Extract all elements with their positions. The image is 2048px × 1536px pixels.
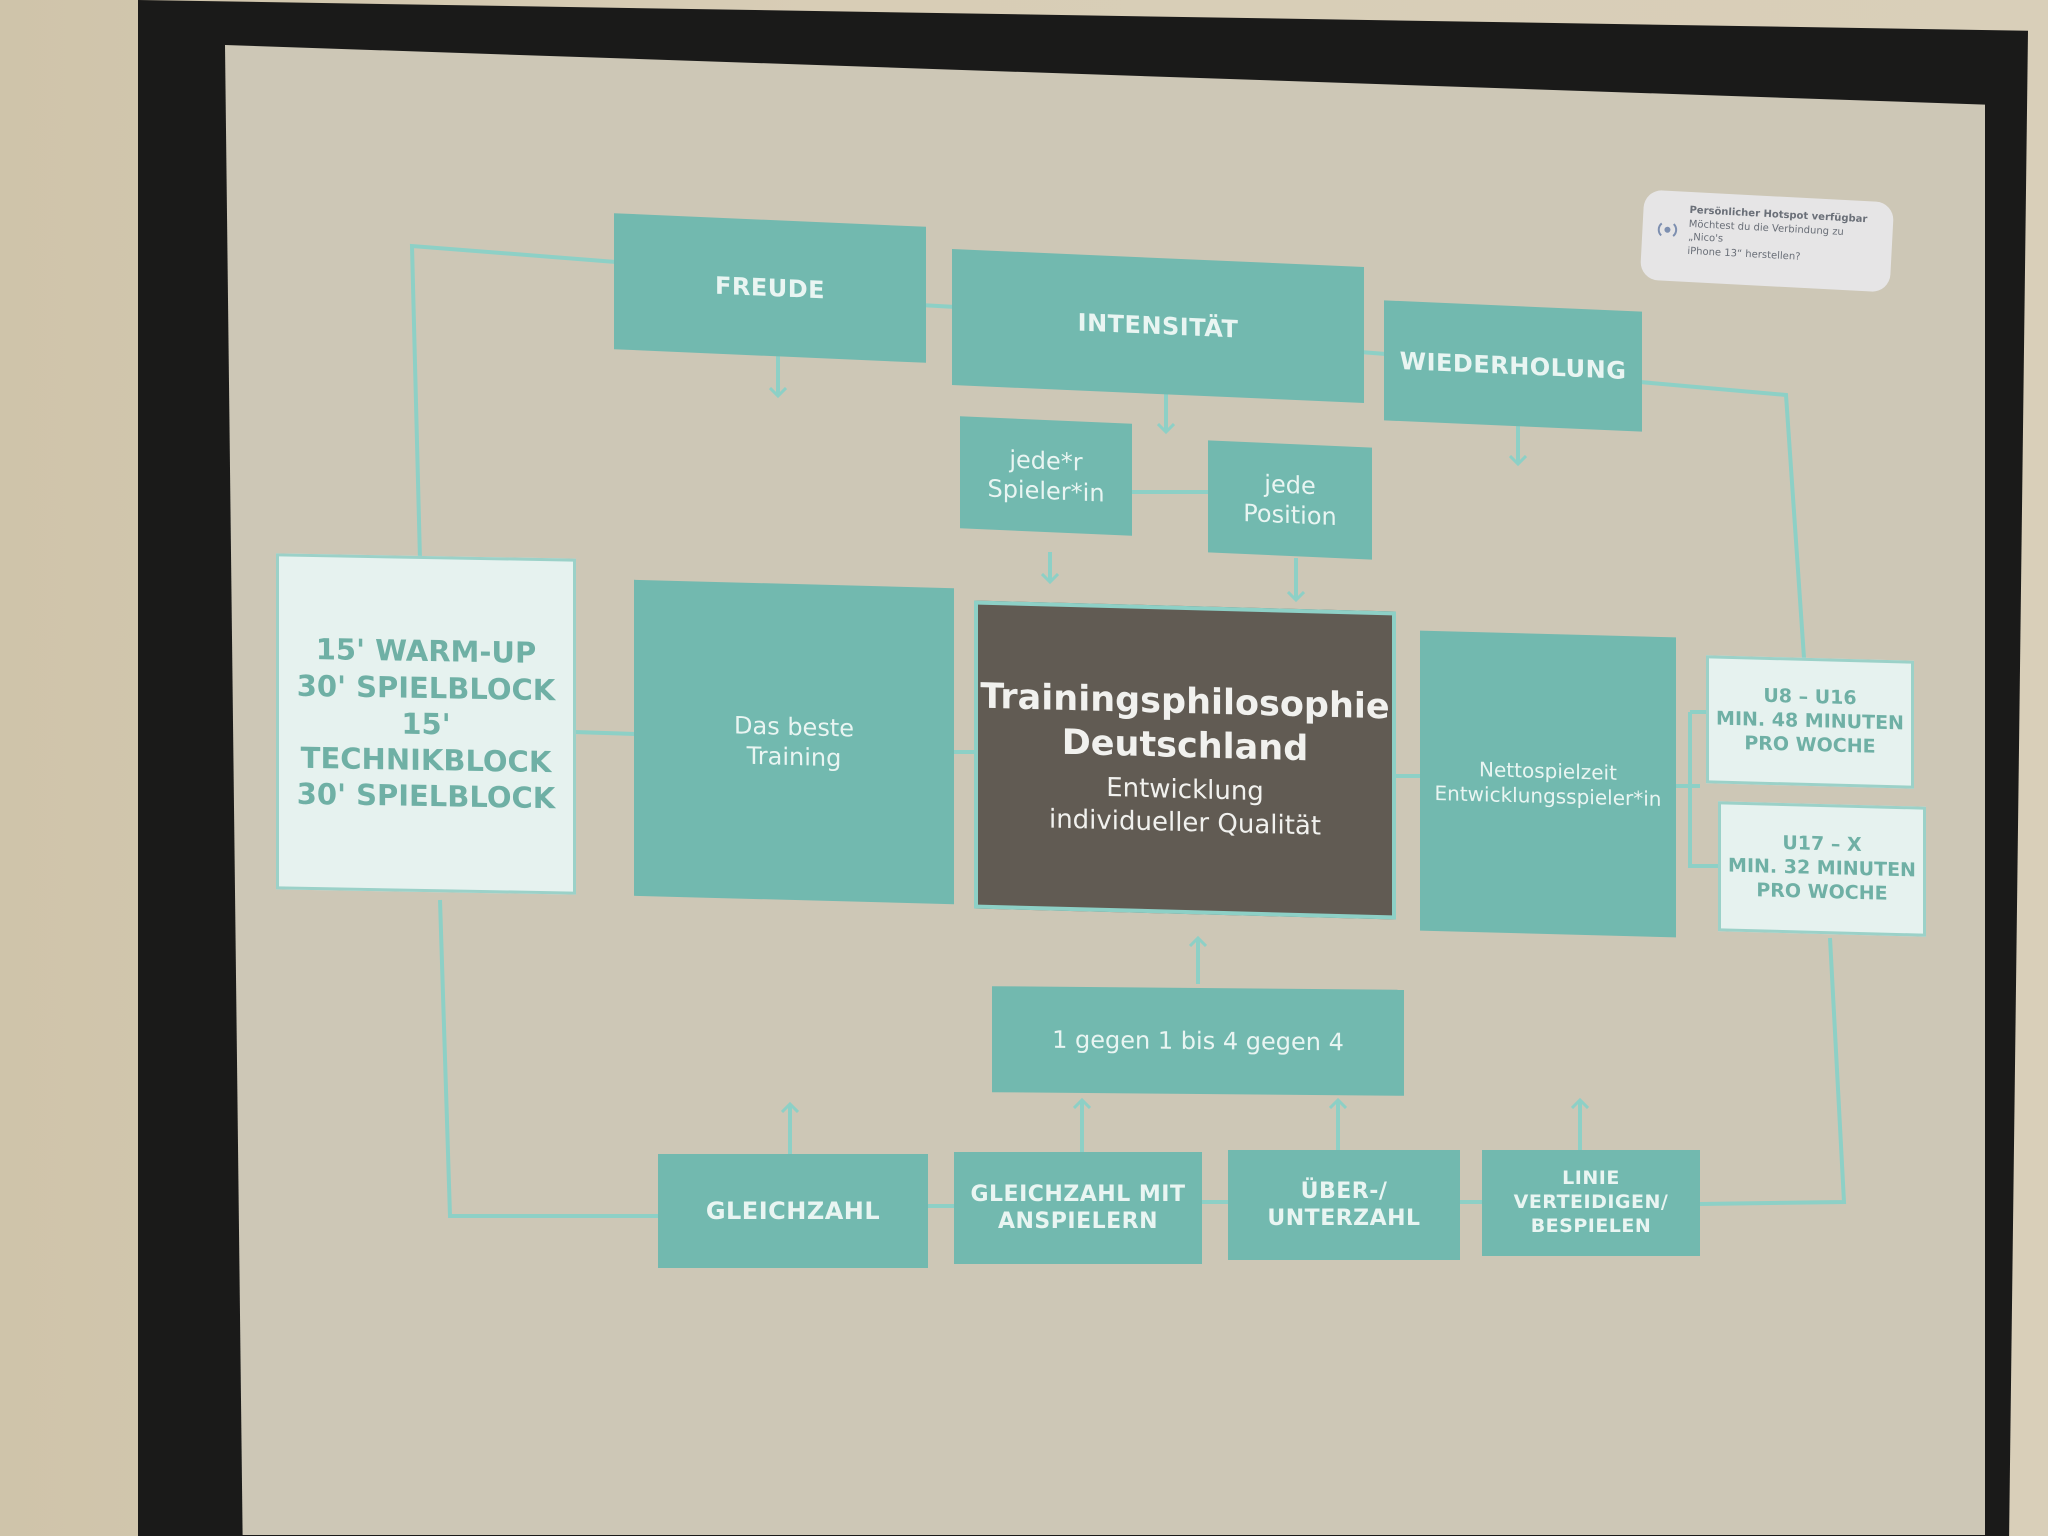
netto-line2: Entwicklungsspieler*in xyxy=(1434,781,1662,811)
u8-line1: U8 – U16 xyxy=(1763,685,1857,710)
box-gleichzahl: GLEICHZAHL xyxy=(658,1154,928,1268)
das-beste-line1: Das beste xyxy=(734,711,854,743)
jeder-spieler-line1: jede*r xyxy=(1009,445,1083,477)
center-title-line2: Deutschland xyxy=(1061,722,1309,769)
line-right-top xyxy=(1639,380,1806,659)
box-u8-u16: U8 – U16 MIN. 48 MINUTEN PRO WOCHE xyxy=(1706,655,1914,789)
line-intensitaet-wiederholung xyxy=(1359,350,1387,356)
wiederholung-label: WIEDERHOLUNG xyxy=(1399,347,1627,385)
line-right-bottom xyxy=(1699,937,1847,1206)
box-1gegen1: 1 gegen 1 bis 4 gegen 4 xyxy=(992,986,1404,1096)
schedule-line4: 30' SPIELBLOCK xyxy=(296,777,556,816)
gleichzahl-mit-line2: ANSPIELERN xyxy=(997,1209,1159,1234)
ueber-line1: ÜBER-/ xyxy=(1300,1178,1388,1204)
center-subtitle-line2: individueller Qualität xyxy=(1048,804,1322,842)
box-intensitaet: INTENSITÄT xyxy=(952,249,1364,403)
line-freude-intensitaet xyxy=(919,303,957,309)
linie-line2: BESPIELEN xyxy=(1530,1214,1652,1237)
freude-label: FREUDE xyxy=(714,271,826,305)
jeder-spieler-line2: Spieler*in xyxy=(987,474,1105,508)
u8-line3: PRO WOCHE xyxy=(1744,732,1876,758)
jede-position-line1: jede xyxy=(1264,469,1316,501)
box-freude: FREUDE xyxy=(614,213,926,363)
gleichzahl-label: GLEICHZAHL xyxy=(705,1197,881,1225)
line-left-dasbeste xyxy=(573,730,637,736)
box-gleichzahl-mit-anspielern: GLEICHZAHL MIT ANSPIELERN xyxy=(954,1152,1202,1264)
schedule-line2: 30' SPIELBLOCK xyxy=(296,668,556,707)
u17-line1: U17 – X xyxy=(1782,832,1862,857)
gleichzahl-mit-line1: GLEICHZAHL MIT xyxy=(970,1181,1186,1207)
linie-line1: LINIE VERTEIDIGEN/ xyxy=(1513,1167,1669,1214)
line-left-top xyxy=(409,243,617,561)
hotspot-notification[interactable]: Persönlicher Hotspot verfügbar Möchtest … xyxy=(1639,189,1895,293)
ueber-line2: UNTERZAHL xyxy=(1267,1206,1421,1231)
box-jede-position: jede Position xyxy=(1208,440,1372,560)
box-das-beste-training: Das beste Training xyxy=(634,579,954,905)
intensitaet-label: INTENSITÄT xyxy=(1077,308,1239,344)
box-wiederholung: WIEDERHOLUNG xyxy=(1384,300,1642,432)
1gegen1-label: 1 gegen 1 bis 4 gegen 4 xyxy=(1052,1025,1344,1057)
line-bracket-right xyxy=(1688,712,1718,868)
box-linie-verteidigen: LINIE VERTEIDIGEN/ BESPIELEN xyxy=(1482,1150,1700,1256)
center-title-line1: Trainingsphilosophie xyxy=(980,676,1390,728)
schedule-line1: 15' WARM-UP xyxy=(315,632,537,671)
box-nettospielzeit: Nettospielzeit Entwicklungsspieler*in xyxy=(1420,630,1676,938)
hotspot-icon xyxy=(1657,222,1678,237)
das-beste-line2: Training xyxy=(746,741,842,773)
line-left-bottom xyxy=(438,899,660,1218)
schedule-line3: 15' TECHNIKBLOCK xyxy=(300,706,552,780)
jede-position-line2: Position xyxy=(1243,498,1337,532)
u17-line3: PRO WOCHE xyxy=(1756,879,1888,905)
box-jeder-spieler: jede*r Spieler*in xyxy=(960,416,1132,536)
netto-line1: Nettospielzeit xyxy=(1479,757,1617,785)
box-u17-x: U17 – X MIN. 32 MINUTEN PRO WOCHE xyxy=(1718,801,1926,937)
box-ueber-unterzahl: ÜBER-/ UNTERZAHL xyxy=(1228,1150,1460,1260)
center-subtitle-line1: Entwicklung xyxy=(1106,773,1264,808)
box-trainingsphilosophie: Trainingsphilosophie Deutschland Entwick… xyxy=(974,600,1396,920)
box-warmup-schedule: 15' WARM-UP 30' SPIELBLOCK 15' TECHNIKBL… xyxy=(276,553,576,895)
